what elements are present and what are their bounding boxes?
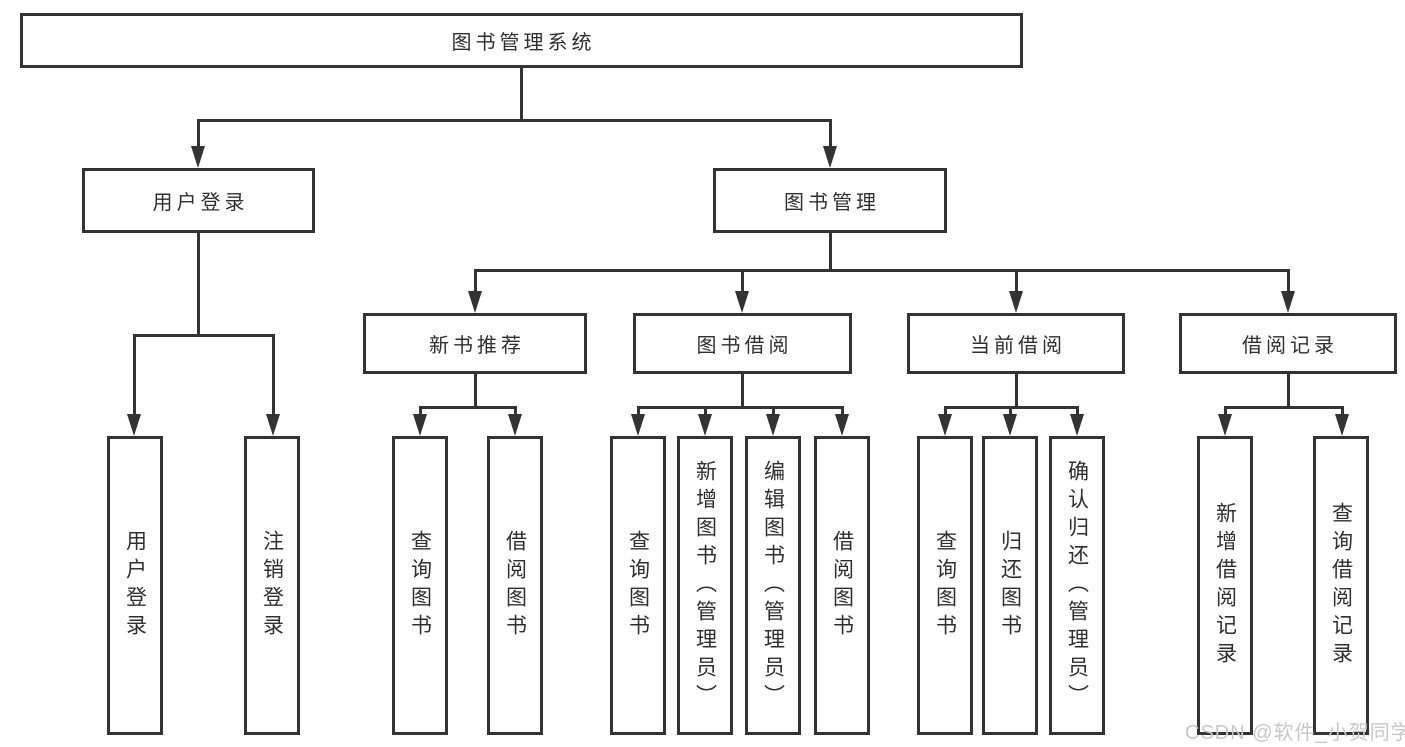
connector-line bbox=[474, 374, 477, 407]
leaf-logout: 注销登录 bbox=[244, 436, 300, 735]
connector-line bbox=[1224, 406, 1343, 409]
arrow-down-icon bbox=[468, 291, 482, 313]
node-borrowing-records: 借阅记录 bbox=[1179, 313, 1397, 374]
node-new-book-recommendation: 新书推荐 bbox=[363, 313, 587, 374]
arrow-down-icon bbox=[1335, 414, 1349, 436]
connector-line bbox=[1015, 374, 1018, 407]
connector-line bbox=[1015, 269, 1018, 293]
leaf-label: 编辑图书（管理员） bbox=[761, 459, 785, 712]
connector-line bbox=[520, 68, 523, 120]
watermark: CSDN @软件_小贺同学 bbox=[1185, 722, 1405, 744]
arrow-down-icon bbox=[766, 414, 780, 436]
leaf-search-books-newbook: 查询图书 bbox=[392, 436, 448, 735]
arrow-down-icon bbox=[823, 146, 837, 168]
node-current-borrowing: 当前借阅 bbox=[907, 313, 1125, 374]
leaf-edit-books-admin: 编辑图书（管理员） bbox=[745, 436, 801, 735]
arrow-down-icon bbox=[1003, 414, 1017, 436]
leaf-label: 查询图书 bbox=[408, 529, 432, 642]
leaf-label: 查询图书 bbox=[933, 529, 957, 642]
leaf-label: 归还图书 bbox=[998, 529, 1022, 642]
connector-line bbox=[1287, 374, 1290, 407]
arrow-down-icon bbox=[127, 414, 141, 436]
connector-line bbox=[514, 406, 517, 416]
leaf-search-borrow-record: 查询借阅记录 bbox=[1313, 436, 1369, 735]
connector-line bbox=[197, 119, 200, 148]
leaf-user-login: 用户登录 bbox=[107, 436, 163, 735]
connector-line bbox=[474, 269, 1290, 272]
leaf-label: 借阅图书 bbox=[830, 529, 854, 642]
connector-line bbox=[637, 406, 640, 416]
node-book-management: 图书管理 bbox=[713, 168, 947, 233]
connector-line bbox=[741, 269, 744, 293]
connector-line bbox=[272, 334, 275, 416]
connector-line bbox=[829, 233, 832, 271]
arrow-down-icon bbox=[508, 414, 522, 436]
connector-line bbox=[772, 406, 775, 416]
arrow-down-icon bbox=[835, 414, 849, 436]
arrow-down-icon bbox=[413, 414, 427, 436]
leaf-add-books-admin: 新增图书（管理员） bbox=[677, 436, 733, 735]
connector-line bbox=[741, 374, 744, 407]
arrow-down-icon bbox=[735, 291, 749, 313]
connector-line bbox=[704, 406, 707, 416]
leaf-borrow-books-borrowing: 借阅图书 bbox=[814, 436, 870, 735]
connector-line bbox=[133, 334, 136, 416]
node-book-borrowing: 图书借阅 bbox=[633, 313, 852, 374]
arrow-down-icon bbox=[631, 414, 645, 436]
leaf-return-books: 归还图书 bbox=[982, 436, 1038, 735]
connector-line bbox=[1224, 406, 1227, 416]
connector-line bbox=[419, 406, 517, 409]
arrow-down-icon bbox=[266, 414, 280, 436]
connector-line bbox=[197, 233, 200, 336]
leaf-label: 注销登录 bbox=[260, 529, 284, 642]
leaf-label: 查询图书 bbox=[626, 529, 650, 642]
node-user-login: 用户登录 bbox=[82, 168, 315, 233]
arrow-down-icon bbox=[191, 146, 205, 168]
connector-line bbox=[1287, 269, 1290, 293]
connector-line bbox=[474, 269, 477, 293]
leaf-label: 新增借阅记录 bbox=[1213, 501, 1237, 670]
arrow-down-icon bbox=[938, 414, 952, 436]
connector-line bbox=[1341, 406, 1344, 416]
connector-line bbox=[1076, 406, 1079, 416]
leaf-label: 用户登录 bbox=[123, 529, 147, 642]
arrow-down-icon bbox=[1281, 291, 1295, 313]
arrow-down-icon bbox=[1009, 291, 1023, 313]
connector-line bbox=[419, 406, 422, 416]
connector-line bbox=[841, 406, 844, 416]
leaf-label: 确认归还（管理员） bbox=[1065, 459, 1089, 712]
connector-line bbox=[1009, 406, 1012, 416]
leaf-label: 借阅图书 bbox=[503, 529, 527, 642]
leaf-label: 查询借阅记录 bbox=[1329, 501, 1353, 670]
connector-line bbox=[133, 334, 275, 337]
arrow-down-icon bbox=[698, 414, 712, 436]
leaf-search-books-borrowing: 查询图书 bbox=[610, 436, 666, 735]
connector-line bbox=[637, 406, 843, 409]
arrow-down-icon bbox=[1070, 414, 1084, 436]
connector-line bbox=[197, 119, 831, 122]
arrow-down-icon bbox=[1218, 414, 1232, 436]
connector-line bbox=[829, 119, 832, 148]
node-library-management-system: 图书管理系统 bbox=[20, 13, 1023, 68]
leaf-add-borrow-record: 新增借阅记录 bbox=[1197, 436, 1253, 735]
leaf-label: 新增图书（管理员） bbox=[693, 459, 717, 712]
leaf-search-books-current: 查询图书 bbox=[917, 436, 973, 735]
connector-line bbox=[944, 406, 947, 416]
leaf-confirm-return-admin: 确认归还（管理员） bbox=[1049, 436, 1105, 735]
leaf-borrow-books-newbook: 借阅图书 bbox=[487, 436, 543, 735]
